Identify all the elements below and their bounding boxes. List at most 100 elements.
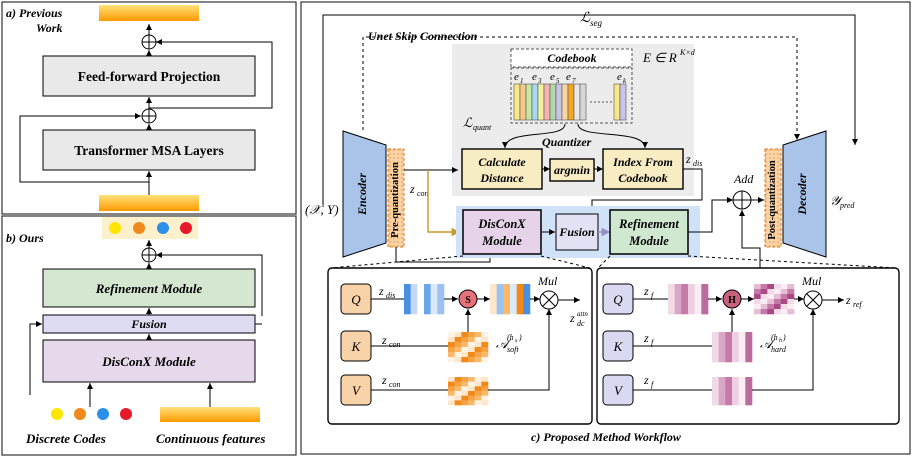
hard-attn-sup-close: ) [782, 333, 786, 342]
codebook-title-box [510, 48, 633, 68]
heatmap-cell [745, 400, 753, 406]
heatmap-cell [461, 391, 469, 396]
code-e5-sub: 5 [556, 77, 560, 85]
heatmap-cell [474, 342, 482, 348]
heatmap-cell [712, 395, 719, 401]
heatmap-cell [481, 400, 489, 406]
heatmap-cell [454, 357, 462, 363]
soft-attn-sub: soft [507, 345, 519, 354]
heatmap-cell [701, 294, 709, 300]
disconx-line1: DisConX [477, 217, 526, 231]
refinement-module-block [609, 209, 689, 255]
heatmap-cell [668, 309, 675, 315]
heatmap-cell [774, 284, 781, 290]
heatmap-cell [404, 304, 411, 310]
panel-previous-work: a) Previous Work Feed-forward Projection… [1, 1, 297, 215]
heatmap-cell [448, 381, 455, 387]
heatmap-cell [718, 352, 726, 358]
heatmap-cell [468, 357, 475, 363]
heatmap-cell [694, 304, 702, 310]
heatmap-cell [404, 284, 411, 290]
heatmap-cell [745, 386, 753, 392]
hard-z-f-v: z [643, 373, 649, 387]
heatmap-cell [738, 337, 746, 343]
heatmap-cell [688, 304, 695, 310]
heatmap-cell [410, 309, 418, 315]
heatmap-cell [481, 395, 489, 401]
heatmap-cell [523, 294, 531, 300]
discrete-codes-label: Discrete Codes [25, 431, 106, 446]
heatmap-cell [718, 347, 726, 353]
soft-attn-sup: (h [507, 333, 514, 342]
heatmap-cell [510, 294, 517, 300]
heatmap-cell [668, 304, 675, 310]
heatmap-cell [490, 284, 497, 290]
heatmap-cell [760, 294, 768, 300]
calculate-distance-block [461, 148, 543, 190]
heatmap-cell [510, 289, 517, 295]
heatmap-cell [718, 395, 726, 401]
heatmap-cell [738, 381, 746, 387]
add-label: Add [733, 172, 754, 186]
heatmap-cell [674, 299, 682, 305]
soft-attn-sup-s: s [515, 338, 518, 344]
heatmap-cell [694, 284, 702, 290]
code-e7: e [566, 71, 571, 83]
heatmap-cell [496, 304, 504, 310]
loss-quant-sub: quant [473, 123, 492, 132]
heatmap-cell [681, 284, 689, 290]
heatmap-cell [745, 381, 753, 387]
heatmap-cell [454, 332, 462, 338]
soft-q-label: Q [351, 292, 361, 307]
heatmap-cell [468, 395, 475, 401]
heatmap-cell [745, 347, 753, 353]
soft-out-sub: dc [577, 319, 585, 328]
heatmap-cell [688, 289, 695, 295]
heatmap-cell [474, 377, 482, 382]
argmin-block [549, 158, 595, 182]
encoder-block [342, 130, 387, 258]
hard-out-sub: ref [853, 300, 863, 309]
heatmap-cell [754, 294, 761, 300]
soft-k-label: K [351, 339, 362, 354]
heatmap-cell [754, 284, 761, 290]
heatmap-cell [787, 294, 795, 300]
hard-query-heatmap [668, 284, 709, 315]
heatmap-cell [745, 391, 753, 396]
heatmap-cell [732, 332, 739, 338]
heatmap-cell [718, 357, 726, 363]
heatmap-cell [688, 294, 695, 300]
heatmap-cell [468, 332, 475, 338]
code-e7-sub: 7 [572, 77, 576, 85]
soft-z-con-k: z [381, 333, 387, 347]
heatmap-cell [448, 400, 455, 406]
heatmap-cell [688, 284, 695, 290]
heatmap-cell [668, 284, 675, 290]
heatmap-cell [725, 347, 733, 353]
heatmap-cell [461, 337, 469, 343]
heatmap-cell [454, 337, 462, 343]
heatmap-cell [760, 289, 768, 295]
heatmap-cell [523, 309, 531, 315]
output-feature-strip [99, 5, 199, 21]
hard-z-f-q-sub: f [651, 291, 655, 300]
z-con-sub: con [417, 189, 429, 198]
heatmap-cell [474, 352, 482, 358]
heatmap-cell [718, 342, 726, 348]
fusion-label: Fusion [130, 317, 167, 331]
soft-query-heatmap [404, 284, 445, 315]
heatmap-cell [712, 386, 719, 392]
heatmap-cell [417, 294, 425, 300]
heatmap-cell [417, 309, 425, 315]
heatmap-cell [774, 289, 781, 295]
heatmap-cell [516, 294, 524, 300]
heatmap-cell [732, 381, 739, 387]
z-con: z [409, 182, 415, 196]
heatmap-cell [448, 342, 455, 348]
heatmap-cell [523, 299, 531, 305]
heatmap-cell [718, 377, 726, 382]
heatmap-cell [510, 284, 517, 290]
heatmap-cell [688, 299, 695, 305]
code-e1-sub: 1 [520, 77, 524, 85]
heatmap-cell [454, 386, 462, 392]
